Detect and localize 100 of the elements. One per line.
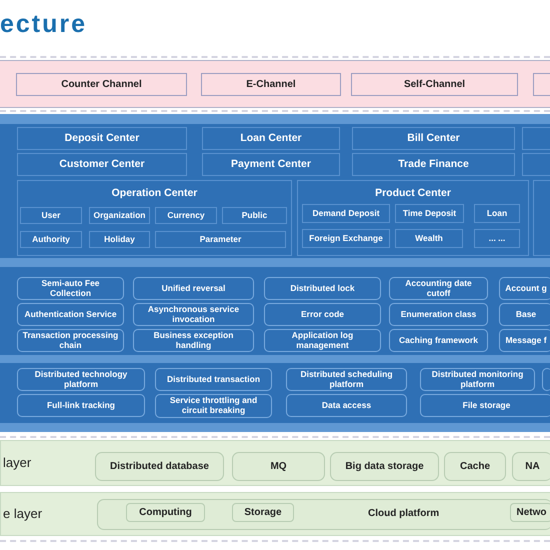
box-label: Loan Center <box>240 132 302 145</box>
module-box <box>20 231 82 248</box>
box-label: Message f <box>505 336 547 346</box>
box-label: Foreign Exchange <box>309 234 383 244</box>
module-box <box>395 229 463 248</box>
box-label: Semi-auto Fee Collection <box>40 278 101 298</box>
box-label: MQ <box>270 460 287 472</box>
component-box <box>155 368 272 391</box>
service-box <box>512 452 550 481</box>
box-label: Loan <box>486 208 508 218</box>
box-label: Counter Channel <box>61 78 142 90</box>
module-box <box>474 204 520 223</box>
box-label: Cache <box>460 460 490 472</box>
box-label: Distributed monitoring platform <box>430 370 524 390</box>
layer-band <box>0 60 550 108</box>
module-box <box>20 207 82 224</box>
component-box <box>264 329 381 352</box>
module-box <box>474 229 520 248</box>
empty-box <box>522 153 550 176</box>
module-box <box>302 204 390 223</box>
channel-box <box>351 73 518 96</box>
box-label: Account g <box>505 284 547 294</box>
layer-title: e layer <box>3 506 42 522</box>
service-box <box>444 452 506 481</box>
component-box <box>133 329 254 352</box>
box-label: Currency <box>167 210 205 220</box>
module-group <box>297 180 529 256</box>
box-label: Storage <box>244 506 282 518</box>
channel-box <box>201 73 341 96</box>
component-box <box>420 368 535 391</box>
box-label: Application log management <box>290 330 354 350</box>
module-box <box>89 207 150 224</box>
component-box <box>133 277 254 300</box>
diagram-title: ecture <box>0 10 88 39</box>
box-label: Distributed transaction <box>166 374 260 384</box>
layer-band <box>0 114 550 432</box>
component-box <box>286 394 407 417</box>
module-box <box>89 231 150 248</box>
service-box <box>126 503 205 522</box>
box-label: Error code <box>301 310 344 320</box>
box-label: Distributed lock <box>290 284 355 294</box>
box-label: Customer Center <box>59 158 145 171</box>
component-box <box>17 394 145 417</box>
box-label: Distributed database <box>110 460 209 472</box>
box-label: Distributed technology platform <box>34 370 128 390</box>
module-box <box>352 153 515 176</box>
platform-box <box>97 499 550 530</box>
empty-box <box>542 368 550 391</box>
box-label: Enumeration class <box>400 310 476 320</box>
box-label: Business exception handling <box>152 330 234 350</box>
service-box <box>510 503 550 522</box>
component-box <box>133 303 254 326</box>
layer-title: layer <box>3 456 32 470</box>
module-box <box>302 229 390 248</box>
box-label: Cloud platform <box>368 508 440 520</box>
module-box <box>395 204 464 223</box>
box-label: ... ... <box>488 234 506 244</box>
box-label: NA <box>525 460 540 472</box>
empty-box <box>533 73 550 96</box>
layer-band <box>0 492 550 536</box>
box-label: Authentication Service <box>24 310 117 320</box>
box-label: File storage <box>462 400 510 410</box>
box-label: Organization <box>94 210 146 220</box>
component-box <box>155 394 272 418</box>
component-box <box>389 277 488 300</box>
group-title: Product Center <box>375 187 451 200</box>
module-box <box>202 153 340 176</box>
component-box <box>17 277 124 300</box>
module-box <box>155 231 286 248</box>
component-box <box>264 303 381 326</box>
empty-box <box>522 127 550 150</box>
module-group <box>17 180 292 256</box>
box-label: Time Deposit <box>402 208 456 218</box>
module-box <box>222 207 287 224</box>
box-label: Service throttling and circuit breaking <box>168 396 258 416</box>
box-label: Trade Finance <box>398 158 469 171</box>
box-label: Demand Deposit <box>312 208 380 218</box>
empty-box <box>533 180 550 256</box>
box-label: Self-Channel <box>404 78 466 90</box>
channel-box <box>16 73 187 96</box>
module-box <box>352 127 515 150</box>
component-box <box>499 277 550 300</box>
box-label: Wealth <box>415 234 443 244</box>
box-label: Bill Center <box>407 132 460 145</box>
component-box <box>499 303 550 326</box>
box-label: E-Channel <box>246 78 296 90</box>
layer-band <box>0 440 550 486</box>
component-box <box>17 329 124 352</box>
box-label: Netwo <box>516 506 546 518</box>
box-label: Base <box>516 310 536 320</box>
module-box <box>17 153 187 176</box>
component-box <box>499 329 550 352</box>
box-label: Distributed scheduling platform <box>299 370 394 390</box>
box-label: Full-link tracking <box>46 400 115 410</box>
box-label: Asynchronous service invocation <box>146 304 240 324</box>
component-box <box>389 303 488 326</box>
box-label: Parameter <box>200 234 242 244</box>
component-box <box>286 368 407 391</box>
box-label: Big data storage <box>345 460 424 472</box>
box-label: User <box>42 210 60 220</box>
